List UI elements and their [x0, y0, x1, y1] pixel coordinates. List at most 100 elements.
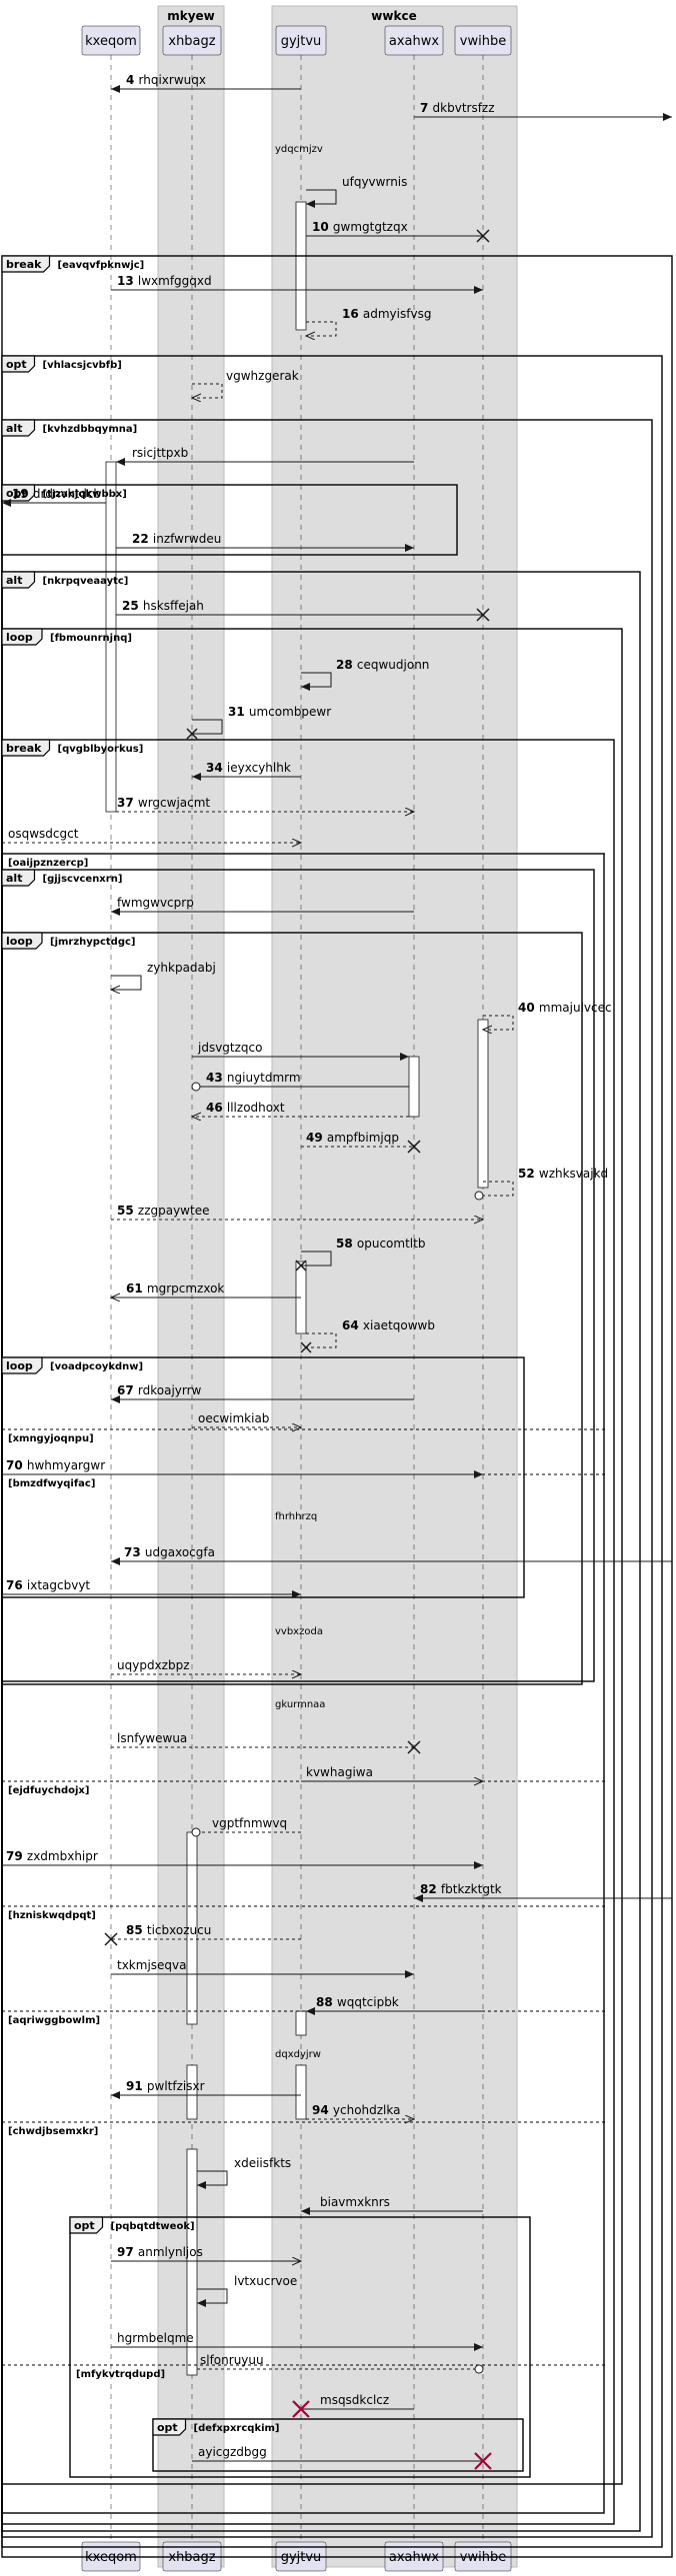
fragment-kind: break: [6, 258, 42, 271]
message: 67 rdkoajyrrw: [111, 1383, 414, 1403]
message: 19 drdnvktdcb: [2, 487, 106, 507]
message: gkurmnaa: [275, 1699, 325, 1710]
message: 34 ieyxcyhlhk: [192, 761, 301, 781]
fragment-condition: [ejdfuychdojx]: [8, 1785, 89, 1796]
message: ufqyvwrnis: [306, 175, 407, 208]
message: 70 hwhmyargwr: [2, 1458, 483, 1478]
message-label: 64 xiaetqowwb: [342, 1318, 435, 1332]
fragment-condition: [hzniskwqdpqt]: [8, 1910, 96, 1921]
message: 13 lwxmfggqxd: [111, 274, 483, 294]
message: 58 opucomtltb: [295, 1237, 425, 1272]
message: 73 udgaxocgfa: [111, 1545, 672, 1565]
fragment-condition: [defxpxrcqkim]: [194, 2423, 280, 2434]
message: slfonruyuu: [197, 2353, 484, 2374]
fragment-condition: [chwdjbsemxkr]: [8, 2126, 98, 2137]
message-label: 67 rdkoajyrrw: [117, 1383, 202, 1397]
fragment-condition: [mfykvtrqdupd]: [76, 2369, 165, 2380]
message-label: 61 mgrpcmzxok: [126, 1282, 224, 1295]
message-label: ufqyvwrnis: [342, 175, 407, 189]
participant-axahwx[interactable]: axahwx: [384, 25, 444, 56]
fragment-kind: loop: [6, 935, 33, 948]
message: 82 fbtkzktgtk: [414, 1882, 672, 1902]
message-label: 82 fbtkzktgtk: [420, 1882, 502, 1896]
fragment-kind: alt: [6, 574, 22, 587]
message-label: 79 zxdmbxhipr: [6, 1849, 98, 1863]
message: osqwsdcgct: [2, 827, 301, 843]
fragment-condition: [eavqvfpknwjc]: [58, 260, 145, 271]
message-label: 25 hsksffejah: [122, 599, 204, 613]
participant-label: axahwx: [389, 34, 439, 49]
message-label: 22 inzfwrwdeu: [132, 532, 221, 546]
fragment: [aqriwggbowlm]: [2, 2010, 606, 2026]
fragment-condition: [fbmounrnjnq]: [50, 633, 132, 644]
message: 52 wzhksvajkd: [474, 1167, 608, 1201]
fragment: loop[voadpcoykdnw]: [1, 1356, 525, 1598]
message-label: jdsvgtzqco: [197, 1041, 262, 1055]
message-label: vgwhzgerak: [226, 369, 299, 383]
message-label: lvtxucrvoe: [234, 2274, 297, 2288]
message-label: osqwsdcgct: [8, 827, 79, 841]
message-label: kvwhagiwa: [306, 1765, 373, 1779]
message-label: 97 anmlynljos: [117, 2245, 203, 2259]
message: 40 mmajulvcec: [483, 1001, 612, 1030]
fragment-kind: opt: [157, 2421, 178, 2434]
message: 97 anmlynljos: [111, 2245, 301, 2261]
message: zyhkpadabj: [111, 961, 216, 990]
fragment-condition: [kvhzdbbqymna]: [43, 424, 138, 435]
message-label: 52 wzhksvajkd: [518, 1167, 608, 1181]
participant-kxeqom[interactable]: kxeqom: [81, 25, 141, 56]
message: 94 ychohdzlka: [306, 2103, 414, 2119]
box-group-mkyew: mkyew: [157, 5, 225, 2568]
box-label: wwkce: [371, 9, 416, 23]
fragment: opt [defxpxrcqkim]: [152, 2418, 524, 2472]
fragment: opt [pqbqtdtweok]: [69, 2216, 531, 2478]
message: 16 admyisfvsg: [306, 307, 431, 336]
message-label: slfonruyuu: [200, 2353, 264, 2367]
message: 46 lllzodhoxt: [192, 1101, 409, 1117]
participant-vwihbe[interactable]: vwihbe: [454, 25, 512, 56]
message-label: vgptfnmwvq: [212, 1816, 287, 1830]
participant-xhbagz[interactable]: xhbagz: [162, 25, 222, 56]
fragment-kind: alt: [6, 872, 22, 885]
combined-fragments: break[eavqvfpknwjc]opt[vhlacsjcvbfb]alt[…: [1, 255, 673, 2558]
message: kvwhagiwa: [301, 1765, 483, 1781]
fragment-kind: opt: [6, 358, 27, 371]
message-label: 43 ngiuytdmrm: [206, 1071, 301, 1085]
message-label: 70 hwhmyargwr: [6, 1458, 105, 1472]
fragment-kind: loop: [6, 631, 33, 644]
message: 79 zxdmbxhipr: [2, 1849, 483, 1869]
message-label: ayicgzdbgg: [198, 2445, 267, 2459]
box-label: mkyew: [167, 9, 215, 23]
message-label: 73 udgaxocgfa: [124, 1545, 215, 1559]
message-label: gkurmnaa: [275, 1699, 325, 1710]
message: 28 ceqwudjonn: [301, 658, 429, 691]
participant-gyjtvu[interactable]: gyjtvu: [275, 25, 327, 56]
participant-label: xhbagz: [168, 34, 215, 49]
message: 10 gwmgtgtzqx: [306, 220, 490, 243]
message: uqypdxzbpz: [111, 1658, 301, 1674]
message: 22 inzfwrwdeu: [116, 532, 414, 552]
message-label: 58 opucomtltb: [336, 1237, 425, 1251]
message: 49 ampfbimjqp: [301, 1131, 421, 1154]
message: vgptfnmwvq: [191, 1816, 301, 1837]
message: lvtxucrvoe: [197, 2274, 297, 2307]
message-label: 46 lllzodhoxt: [206, 1101, 285, 1115]
message: fhrhhrzq: [275, 1511, 317, 1522]
fragment-condition: [pqbqtdtweok]: [111, 2221, 195, 2232]
message-label: 40 mmajulvcec: [518, 1001, 612, 1015]
fragment: loop[jmrzhypctdgc]: [1, 932, 583, 1685]
message-label: 16 admyisfvsg: [342, 307, 431, 321]
message: biavmxknrs: [301, 2195, 483, 2215]
message: 91 pwltfzisxr: [111, 2079, 301, 2099]
fragment-condition: [tjzanjqkwbbx]: [43, 489, 127, 500]
message: 64 xiaetqowwb: [300, 1318, 435, 1353]
message-label: vvbxzoda: [275, 1626, 323, 1637]
message: 61 mgrpcmzxok: [111, 1282, 301, 1297]
fragment-kind: break: [6, 742, 42, 755]
message: oecwimkiab: [192, 1411, 301, 1427]
message-label: 31 umcombpewr: [228, 705, 331, 719]
participant-label: vwihbe: [460, 34, 506, 49]
message: 25 hsksffejah: [116, 599, 490, 622]
message: rsicjttpxb: [116, 446, 414, 466]
